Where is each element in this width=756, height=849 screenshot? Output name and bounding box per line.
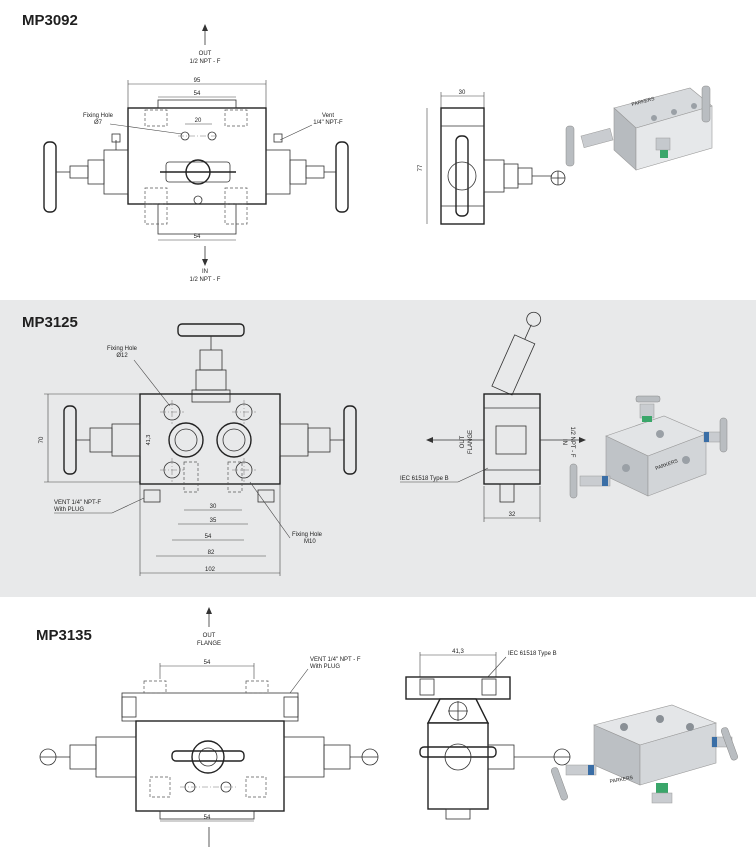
mp3092-fixing-label: Fixing Hole <box>83 113 114 119</box>
mp3135-dim-54-bottom: 54 <box>204 815 211 821</box>
mp3135-vent-label: VENT 1/4" NPT - F <box>310 657 361 663</box>
mp3135-out-label: OUT <box>203 633 216 639</box>
mp3125-in-label: IN <box>561 439 567 445</box>
mp3092-dim-54-bottom: 54 <box>194 234 201 240</box>
mp3125-dim-54: 54 <box>205 534 212 540</box>
mp3125-vent-plug: With PLUG <box>54 507 84 513</box>
mp3092-out-label: OUT <box>199 51 212 57</box>
mp3135-vent-plug: With PLUG <box>310 664 340 670</box>
section-mp3135: MP3135 OUT FLANGE 54 VENT 1/4" NPT - F W… <box>0 597 756 849</box>
mp3092-dim-95: 95 <box>194 78 201 84</box>
mp3092-in-spec: 1/2 NPT - F <box>190 277 221 283</box>
mp3092-vent-label: Vent <box>322 113 334 119</box>
mp3125-in-spec: 1/2 NPT - F <box>569 427 575 458</box>
mp3092-out-spec: 1/2 NPT - F <box>190 59 221 65</box>
mp3125-fixing2-label: Fixing Hole <box>292 532 323 538</box>
mp3125-dim-102: 102 <box>205 567 216 573</box>
mp3092-dim-20: 20 <box>195 118 202 124</box>
mp3125-dim-41: 41,3 <box>146 435 152 446</box>
mp3125-dim-32: 32 <box>509 512 516 518</box>
mp3125-dim-70: 70 <box>39 436 45 443</box>
mp3092-dim-30: 30 <box>459 90 466 96</box>
mp3125-out-label: OUT <box>460 435 466 448</box>
mp3125-fixing-label: Fixing Hole <box>107 346 138 352</box>
mp3125-dim-30: 30 <box>210 504 217 510</box>
mp3125-fixing-size: Ø12 <box>116 353 128 359</box>
model-title-mp3125: MP3125 <box>22 314 78 331</box>
mp3125-product-render: PARKERS <box>569 395 728 499</box>
mp3092-dim-77: 77 <box>418 164 424 171</box>
mp3125-fixing2-size: M10 <box>304 539 316 545</box>
section-mp3125: MP3125 Fixing Hole Ø12 70 41,3 <box>0 300 756 597</box>
mp3125-dim-35: 35 <box>210 518 217 524</box>
model-title-mp3135: MP3135 <box>36 627 92 644</box>
mp3135-drawing: OUT FLANGE 54 VENT 1/4" NPT - F With PLU… <box>39 607 738 847</box>
mp3125-dim-82: 82 <box>208 550 215 556</box>
mp3135-out-flange: FLANGE <box>197 641 221 647</box>
mp3092-vent-spec: 1/4" NPT-F <box>313 120 343 126</box>
model-title-mp3092: MP3092 <box>22 12 78 29</box>
section-mp3092: MP3092 OUT 1/2 NPT - F 95 54 20 Fixing H… <box>0 0 756 300</box>
mp3125-vent-label: VENT 1/4" NPT-F <box>54 500 101 506</box>
mp3135-dim-41: 41,3 <box>452 649 464 655</box>
mp3092-product-render: PARKERS <box>565 85 713 171</box>
mp3135-product-render: PARKERS <box>550 704 738 804</box>
mp3125-out-flange: FLANGE <box>468 430 474 454</box>
mp3092-dim-54-top: 54 <box>194 91 201 97</box>
mp3092-in-label: IN <box>202 269 208 275</box>
mp3092-drawing: OUT 1/2 NPT - F 95 54 20 Fixing Hole Ø7 … <box>43 24 713 283</box>
mp3125-iec-label: IEC 61518 Type B <box>400 476 449 482</box>
mp3125-drawing: Fixing Hole Ø12 70 41,3 <box>39 311 728 576</box>
mp3135-brand: PARKERS <box>609 775 634 785</box>
mp3135-iec-label: IEC 61518 Type B <box>508 651 557 657</box>
mp3135-dim-54-top: 54 <box>204 660 211 666</box>
mp3092-fixing-size: Ø7 <box>94 120 103 126</box>
